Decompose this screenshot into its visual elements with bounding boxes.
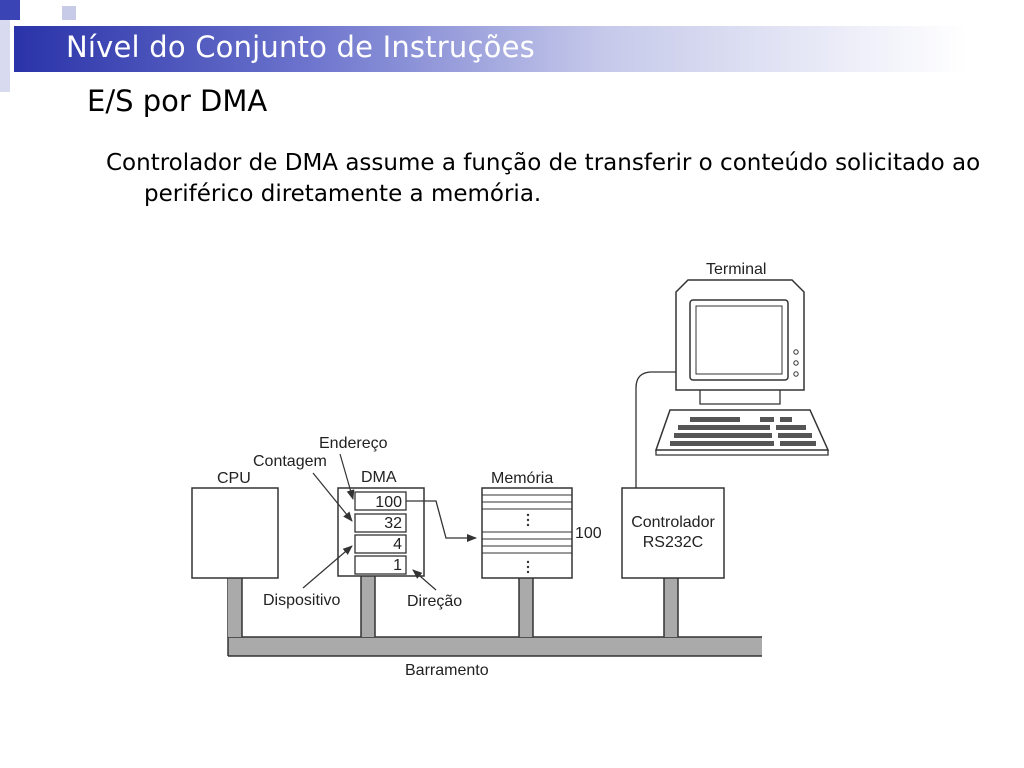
corner-bar-vertical [0,20,10,92]
terminal-cable [635,371,680,488]
count-label: Contagem [253,453,327,470]
terminal-label: Terminal [706,261,766,278]
device-arrow [302,545,353,589]
keyboard-icon [654,409,830,456]
dma-label: DMA [361,469,397,486]
direction-arrow [412,569,437,591]
bus-connectors [228,576,679,637]
cpu-label: CPU [217,470,251,487]
corner-square-large [0,0,20,20]
dma-registers: 100 32 4 1 [354,491,407,575]
controller-label: RS232C [643,534,703,551]
body-text: Controlador de DMA assume a função de tr… [106,150,981,207]
memory-address-label: 100 [575,525,602,542]
bus-label: Barramento [405,662,489,679]
rs232c-controller-box [621,487,725,579]
dma-register-value: 4 [393,536,402,553]
memory-box [481,487,573,579]
direction-label: Direção [407,593,462,610]
bus [227,578,762,657]
address-arrow [339,453,355,500]
slide-title: Nível do Conjunto de Instruções [66,30,535,64]
dma-register-value: 100 [375,494,402,511]
controller-label: Controlador [631,514,715,531]
dma-register-value: 32 [384,515,402,532]
dma-register-direction [354,555,407,575]
address-label: Endereço [319,435,388,452]
terminal-monitor-icon [675,279,805,405]
corner-square-small [62,6,76,20]
cpu-box [191,487,279,579]
dma-register-value: 1 [393,557,402,574]
memory-label: Memória [491,470,553,487]
slide-subtitle: E/S por DMA [87,84,268,118]
dma-register-device [354,534,407,554]
title-bar [14,26,966,72]
count-arrow [312,472,353,522]
dma-to-memory-arrow [406,500,477,542]
device-label: Dispositivo [263,592,340,609]
dma-register-count [354,513,407,533]
